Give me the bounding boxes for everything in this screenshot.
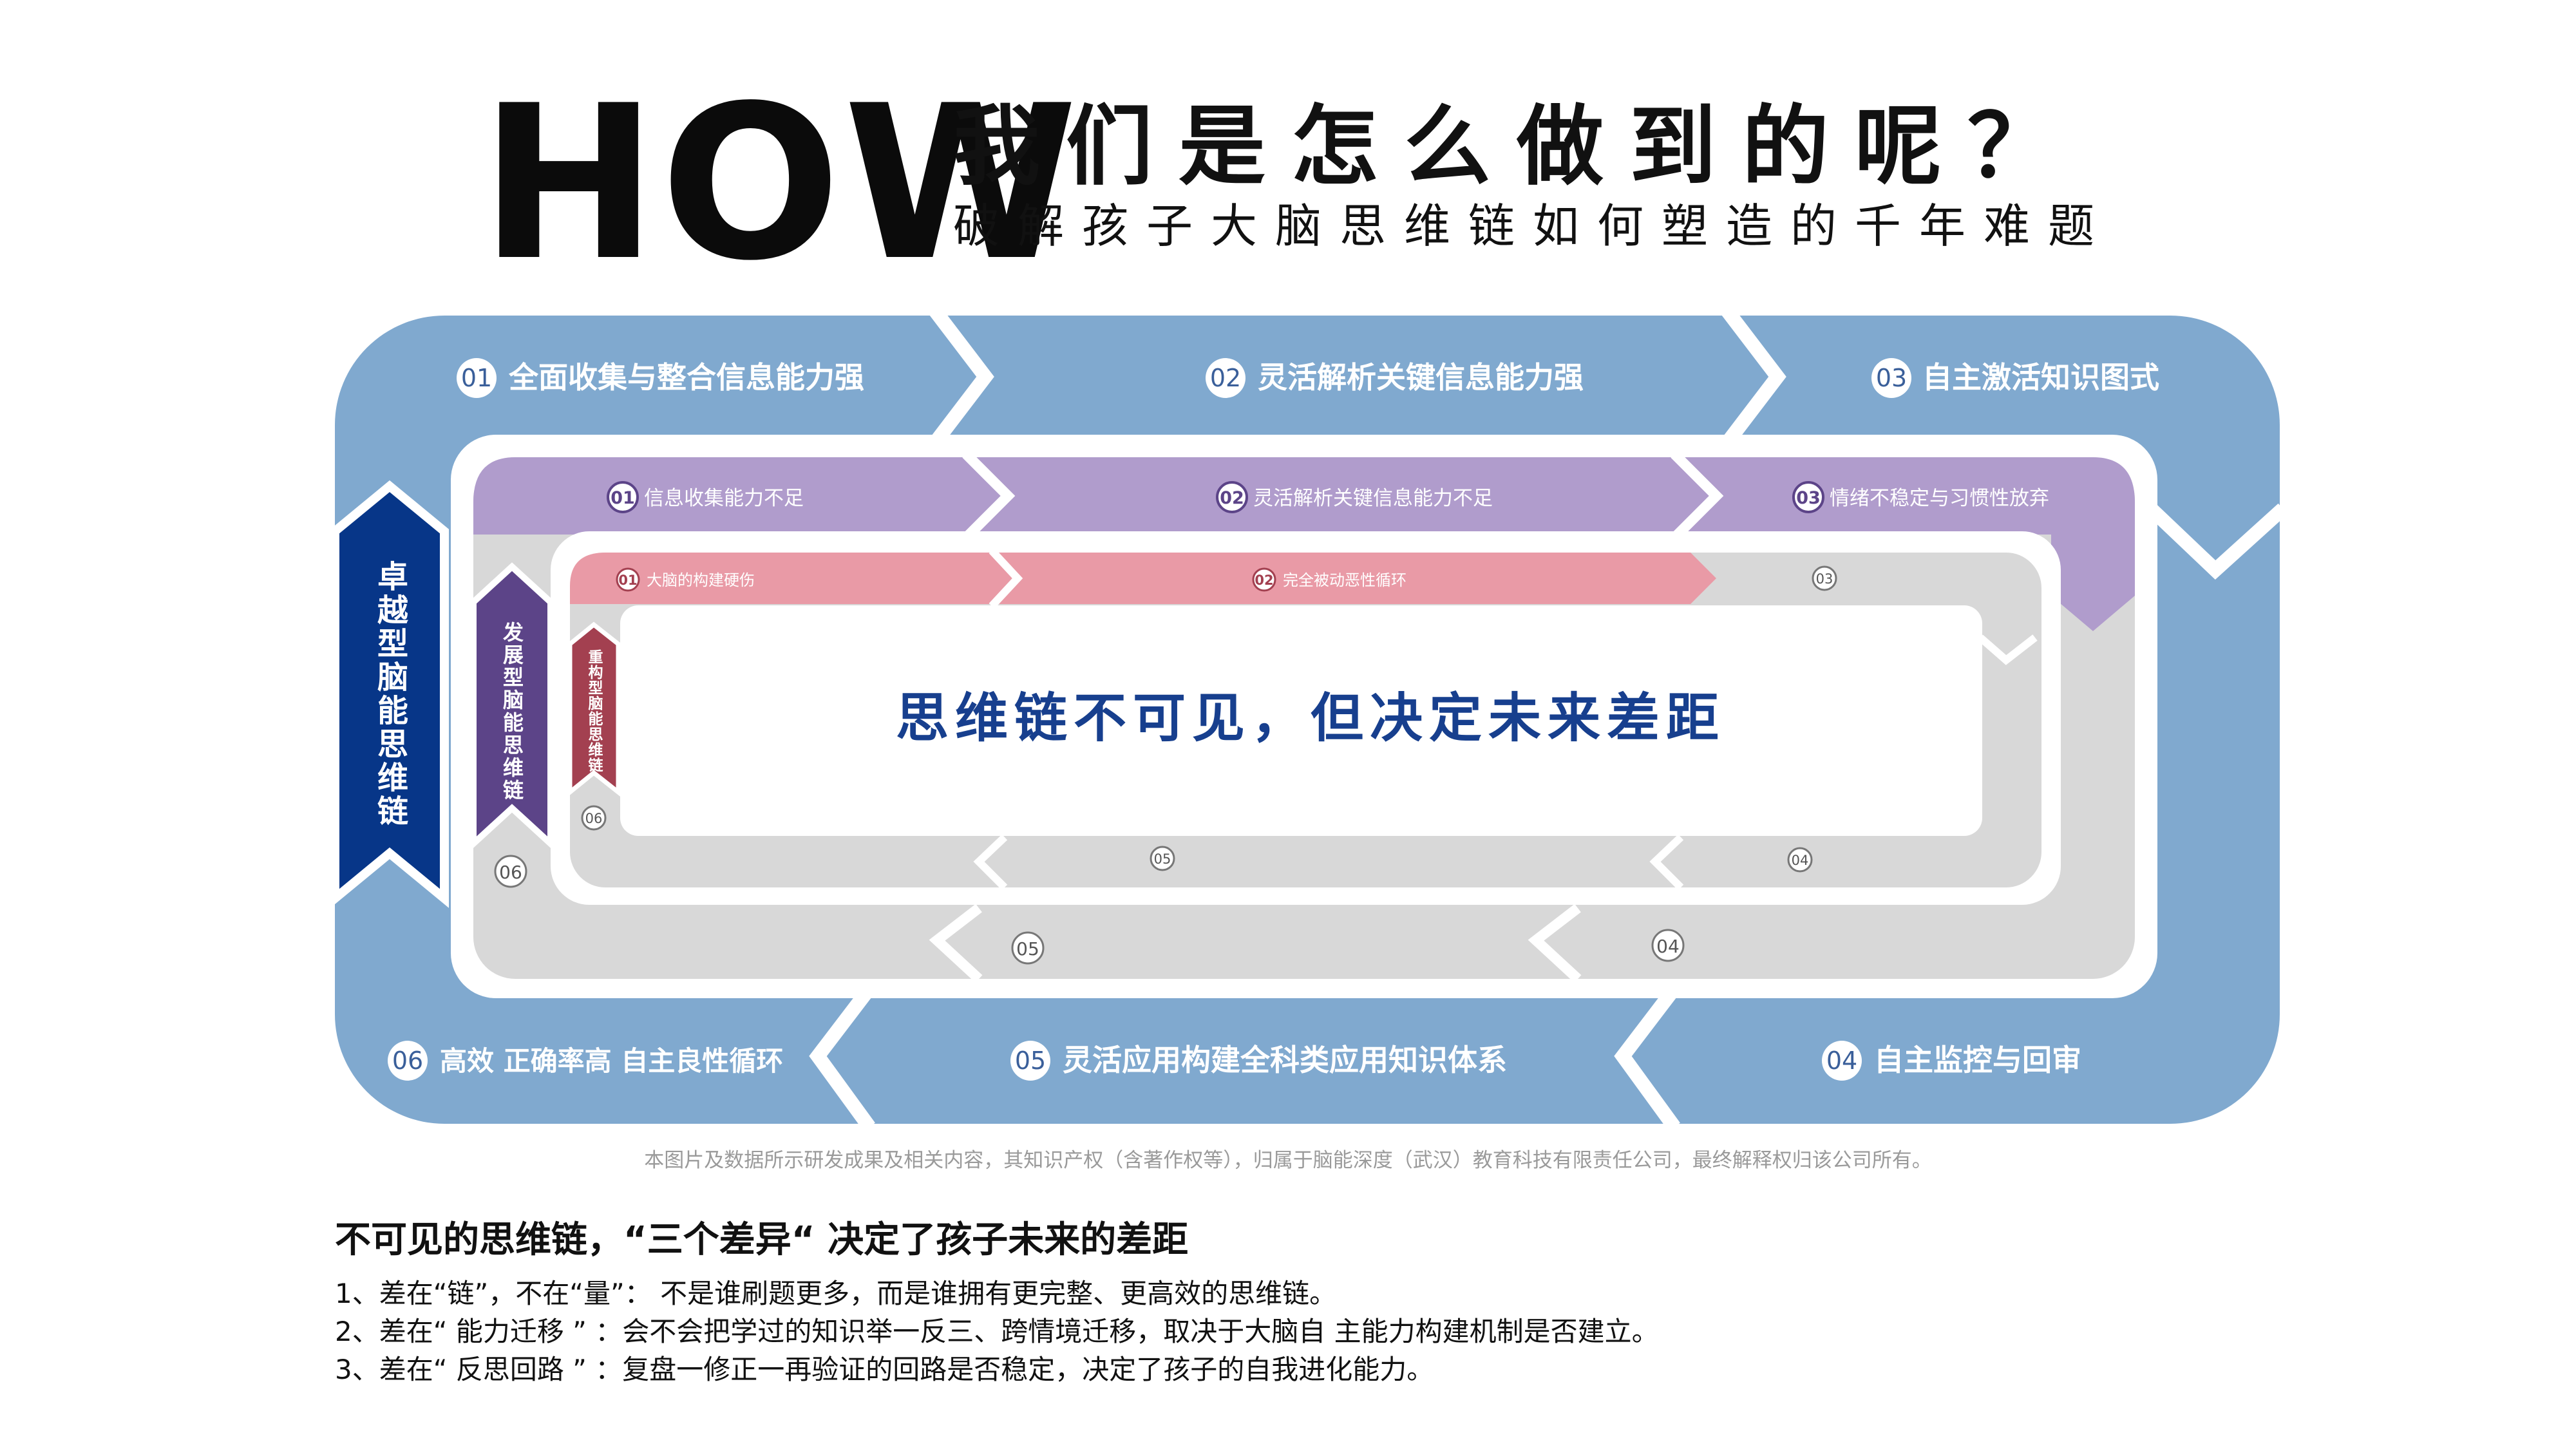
inner-step-01: 01 大脑的构建硬伤 <box>616 567 755 592</box>
step-label: 信息收集能力不足 <box>644 487 804 510</box>
bottom-point-1: 1、差在“链”，不在“量”： 不是谁刷题更多，而是谁拥有更完整、更高效的思维链。 <box>335 1278 1337 1309</box>
outer-step-03: 03 自主激活知识图式 <box>1871 358 2159 398</box>
step-number: 06 <box>499 862 522 883</box>
middle-step-01: 01 信息收集能力不足 <box>607 481 804 513</box>
inner-step-06: 06 <box>581 805 607 831</box>
inner-sep-2 <box>1978 634 2038 665</box>
step-label: 高效 正确率高 自主良性循环 <box>440 1045 783 1077</box>
step-number: 04 <box>1792 853 1809 868</box>
middle-sep-3 <box>1528 904 1582 983</box>
step-number: 02 <box>1210 364 1241 392</box>
step-label: 完全被动恶性循环 <box>1283 571 1406 589</box>
outer-sep-2 <box>1720 305 1786 449</box>
inner-sep-1 <box>989 547 1023 609</box>
step-number-circle <box>1812 565 1837 591</box>
inner-side-arrow <box>567 621 621 797</box>
step-label: 灵活解析关键信息能力强 <box>1258 360 1584 395</box>
middle-step-04: 04 <box>1651 929 1685 962</box>
step-number: 01 <box>618 573 637 588</box>
step-number-circle <box>1150 846 1175 871</box>
bottom-point-2: 2、差在“ 能力迁移 ” ：会不会把学过的知识举一反三、跨情境迁移，取决于大脑自… <box>335 1316 1659 1347</box>
step-number-circle <box>581 805 607 831</box>
inner-step-04: 04 <box>1787 847 1813 873</box>
step-number: 03 <box>1796 488 1821 508</box>
step-number: 05 <box>1016 938 1039 960</box>
step-number-circle <box>607 481 639 513</box>
step-number: 03 <box>1876 364 1907 392</box>
header-title: 我们是怎么做到的呢？ <box>953 96 2080 197</box>
inner-step-03: 03 <box>1812 565 1837 591</box>
step-number: 06 <box>585 811 603 826</box>
step-label: 自主监控与回审 <box>1874 1043 2081 1077</box>
step-label: 灵活解析关键信息能力不足 <box>1253 487 1493 510</box>
step-number-circle <box>388 1041 428 1081</box>
middle-sep-1 <box>962 450 1016 542</box>
inner-sep-3 <box>1649 834 1684 891</box>
step-number-circle <box>1792 481 1824 513</box>
step-number-circle <box>616 567 640 592</box>
bottom-point-3: 3、差在“ 反思回路 ” ：复盘一修正一再验证的回路是否稳定，决定了孩子的自我进… <box>335 1354 1434 1385</box>
outer-step-01: 01 全面收集与整合信息能力强 <box>457 358 864 398</box>
outer-sep-5 <box>809 984 875 1132</box>
step-number: 05 <box>1015 1046 1046 1075</box>
outer-side-arrow <box>330 480 449 908</box>
step-label: 情绪不稳定与习惯性放弃 <box>1830 487 2049 510</box>
step-number-circle <box>1010 1041 1050 1081</box>
step-number-circle <box>494 855 527 888</box>
step-number: 06 <box>392 1046 423 1075</box>
step-number-circle <box>1206 358 1245 398</box>
middle-sep-4 <box>929 904 983 983</box>
outer-step-02: 02 灵活解析关键信息能力强 <box>1206 358 1584 398</box>
outer-sep-1 <box>928 305 994 449</box>
step-number: 02 <box>1255 573 1273 588</box>
outer-sep-4 <box>1614 984 1680 1132</box>
step-number-circle <box>1216 481 1248 513</box>
step-number: 01 <box>611 488 635 508</box>
center-text: 思维链不可见，但决定未来差距 <box>896 688 1725 749</box>
middle-step-06: 06 <box>494 855 527 888</box>
inner-step-05: 05 <box>1150 846 1175 871</box>
step-number: 03 <box>1816 571 1833 587</box>
middle-sep-2 <box>1671 450 1724 542</box>
outer-side-label: 卓越型脑能思维链 <box>372 560 408 828</box>
step-number: 04 <box>1656 936 1680 957</box>
step-number: 01 <box>461 364 492 392</box>
center-box <box>620 605 1982 836</box>
copyright-notice: 本图片及数据所示研发成果及相关内容，其知识产权（含著作权等），归属于脑能深度（武… <box>644 1149 1932 1172</box>
outer-step-04: 04 自主监控与回审 <box>1822 1041 2081 1081</box>
step-number-circle <box>457 358 497 398</box>
middle-step-05: 05 <box>1011 931 1045 965</box>
header-subtitle: 破解孩子大脑思维链如何塑造的千年难题 <box>953 199 2113 253</box>
step-number: 05 <box>1154 851 1171 867</box>
step-number-circle <box>1871 358 1911 398</box>
step-label: 全面收集与整合信息能力强 <box>508 360 864 395</box>
middle-step-02: 02 灵活解析关键信息能力不足 <box>1216 481 1493 513</box>
outer-step-06: 06 高效 正确率高 自主良性循环 <box>388 1041 783 1081</box>
inner-side-label: 重构型脑能思维链 <box>585 649 603 773</box>
outer-sep-3 <box>2146 503 2288 580</box>
middle-purple-band <box>473 457 2135 631</box>
outer-step-05: 05 灵活应用构建全科类应用知识体系 <box>1010 1041 1507 1081</box>
step-label: 灵活应用构建全科类应用知识体系 <box>1063 1043 1507 1077</box>
step-number: 02 <box>1220 488 1244 508</box>
middle-side-label: 发展型脑能思维链 <box>500 621 524 802</box>
step-label: 大脑的构建硬伤 <box>647 571 755 589</box>
inner-sep-4 <box>973 834 1008 891</box>
step-number-circle <box>1252 567 1276 592</box>
inner-pink-band <box>570 553 1716 604</box>
bottom-heading: 不可见的思维链，“三个差异“ 决定了孩子未来的差距 <box>335 1219 1189 1261</box>
step-number-circle <box>1787 847 1813 873</box>
step-number-circle <box>1011 931 1045 965</box>
inner-step-02: 02 完全被动恶性循环 <box>1252 567 1406 592</box>
header-how: HOW <box>480 60 1081 307</box>
step-number-circle <box>1651 929 1685 962</box>
step-label: 自主激活知识图式 <box>1922 360 2159 395</box>
step-number: 04 <box>1826 1046 1857 1075</box>
step-number-circle <box>1822 1041 1862 1081</box>
middle-step-03: 03 情绪不稳定与习惯性放弃 <box>1792 481 2049 513</box>
